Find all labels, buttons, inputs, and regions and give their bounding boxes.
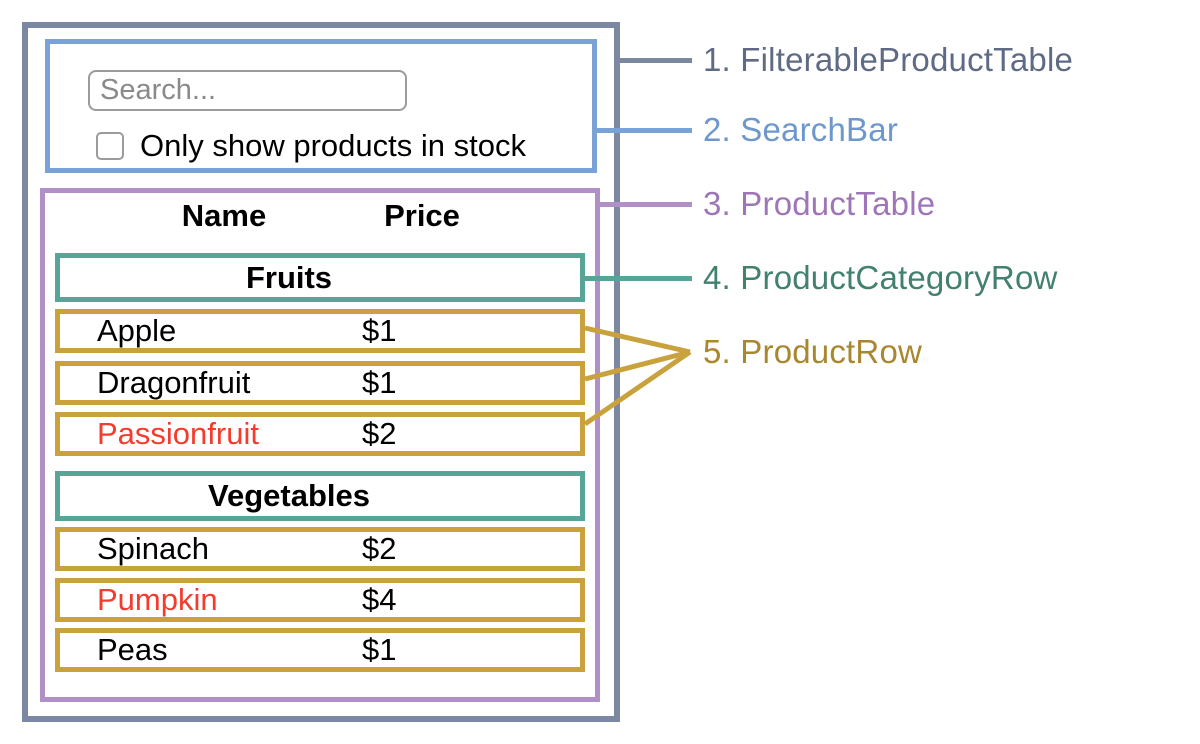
legend-filterable-product-table: 1. FilterableProductTable — [703, 41, 1074, 78]
product-row-passionfruit: Passionfruit $2 — [55, 412, 585, 456]
product-price: $4 — [362, 582, 397, 617]
column-header-name: Name — [181, 198, 267, 233]
connector-line-search-bar — [597, 128, 692, 133]
category-row-fruits: Fruits — [55, 253, 585, 302]
connector-line-product-category-row — [585, 276, 692, 281]
in-stock-checkbox[interactable] — [96, 132, 124, 160]
product-price: $1 — [362, 632, 397, 667]
product-row-apple: Apple $1 — [55, 309, 585, 353]
category-label: Vegetables — [208, 478, 370, 513]
product-name: Apple — [97, 313, 177, 348]
product-name: Peas — [97, 632, 168, 667]
legend-product-row: 5. ProductRow — [703, 333, 923, 370]
search-input[interactable] — [88, 70, 407, 111]
legend-product-table: 3. ProductTable — [703, 185, 936, 222]
product-price: $2 — [362, 416, 397, 451]
product-price: $2 — [362, 531, 397, 566]
product-price: $1 — [362, 313, 397, 348]
legend-search-bar: 2. SearchBar — [703, 111, 899, 148]
product-name: Spinach — [97, 531, 210, 566]
legend-product-category-row: 4. ProductCategoryRow — [703, 259, 1058, 296]
in-stock-checkbox-label: Only show products in stock — [140, 128, 526, 163]
product-price: $1 — [362, 365, 397, 400]
category-label: Fruits — [245, 259, 333, 295]
column-header-price: Price — [384, 198, 460, 233]
product-name-out-of-stock: Pumpkin — [97, 582, 218, 617]
product-row-peas: Peas $1 — [55, 628, 585, 672]
product-name-out-of-stock: Passionfruit — [97, 416, 259, 451]
product-row-dragonfruit: Dragonfruit $1 — [55, 361, 585, 405]
category-row-vegetables: Vegetables — [55, 471, 585, 521]
product-row-spinach: Spinach $2 — [55, 527, 585, 571]
connector-line-filterable-product-table — [620, 58, 692, 63]
connector-line-product-table — [600, 202, 692, 207]
product-name: Dragonfruit — [97, 365, 251, 400]
product-row-pumpkin: Pumpkin $4 — [55, 578, 585, 622]
